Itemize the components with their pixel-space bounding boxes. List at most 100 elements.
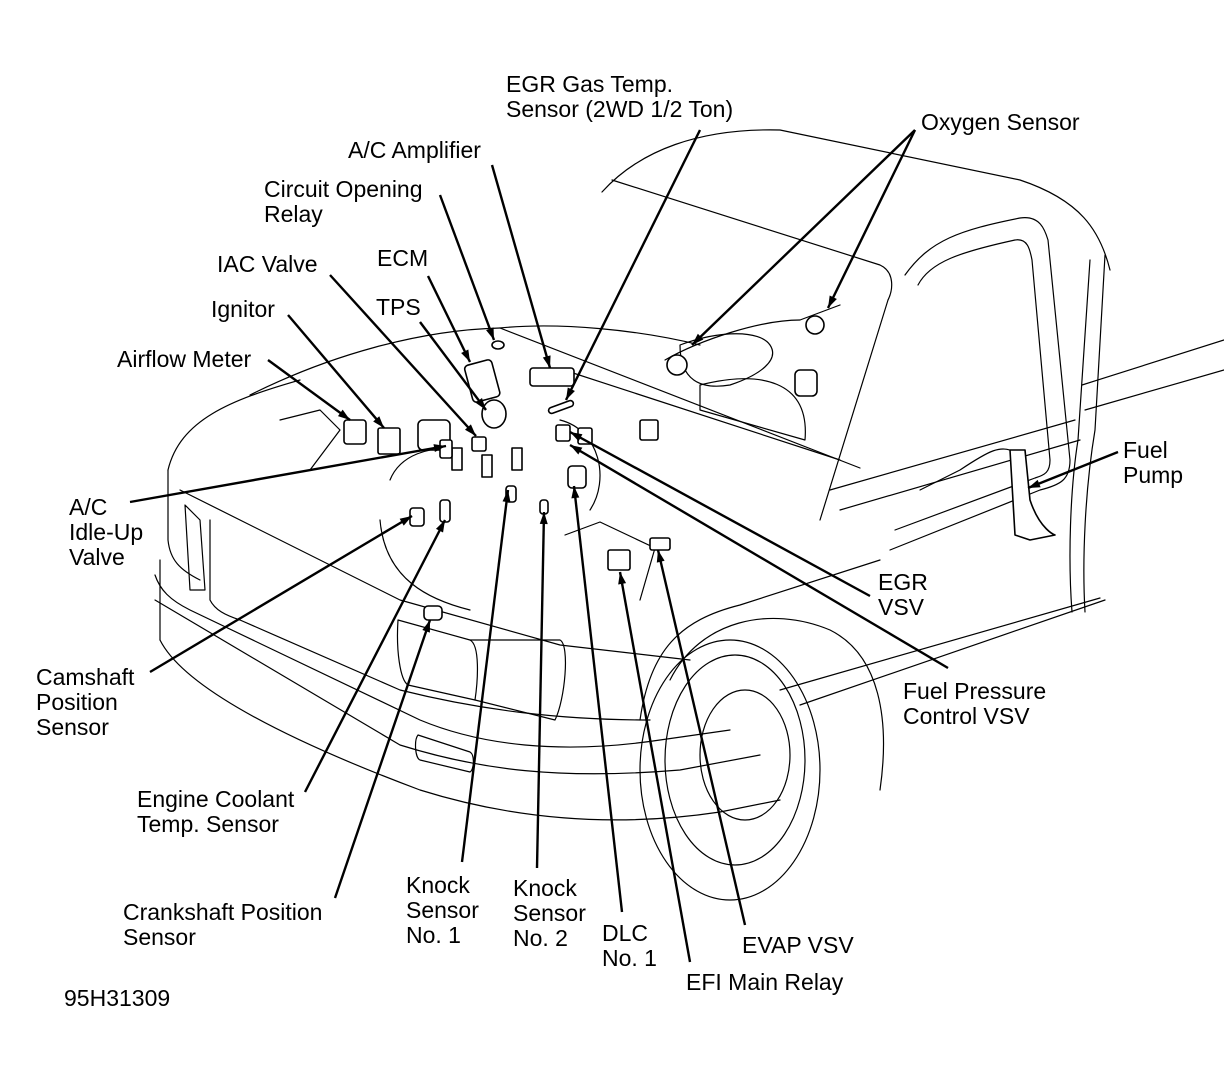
tps-part (481, 399, 507, 429)
ignitor-part (377, 427, 401, 455)
ecm-part (463, 359, 501, 403)
arrowhead-icon (486, 327, 494, 340)
arrowhead-icon (571, 486, 580, 499)
leader-fuel-pressure-vsv (569, 443, 949, 670)
hood-front-curve (167, 379, 301, 471)
bumper-bottom (159, 639, 781, 821)
arrowhead-icon (464, 424, 476, 436)
grille-inner (184, 504, 206, 591)
label-circuit-opening-relay: Circuit Opening Relay (264, 176, 423, 227)
label-crankshaft-position-sensor: Crankshaft Position Sensor (123, 899, 323, 950)
rocker-2 (799, 599, 1106, 706)
engine-contour-3 (559, 419, 601, 511)
evap-vsv-part (649, 537, 671, 551)
leader-evap-vsv (656, 549, 747, 926)
arrowhead-icon (475, 398, 486, 410)
fender (639, 559, 881, 721)
windshield-side (819, 299, 889, 521)
door-rear-edge (1069, 259, 1091, 613)
leader-crankshaft (333, 619, 432, 899)
headlight (396, 619, 479, 701)
hood-rear (249, 327, 861, 469)
leader-ignitor (287, 314, 385, 429)
coolant-sensor-part (439, 499, 451, 523)
components (343, 315, 1056, 621)
fuel-line (919, 448, 1016, 491)
label-fuel-pressure-control-vsv: Fuel Pressure Control VSV (903, 678, 1047, 729)
exhaust-pipe (664, 304, 841, 361)
figure-id: 95H31309 (64, 985, 171, 1011)
arrowhead-icon (422, 620, 430, 633)
arrowhead-icon (618, 572, 627, 585)
dlc-part (567, 465, 587, 489)
leader-camshaft (149, 514, 413, 674)
arrowhead-icon (399, 516, 412, 526)
fuel-pump-part (1009, 449, 1056, 541)
wheel-arch (669, 617, 885, 791)
arrowhead-icon (461, 349, 470, 362)
side-window-inner (894, 239, 1051, 531)
front-top (167, 469, 201, 581)
leader-oxygen-1 (691, 129, 916, 346)
headlight-inner (469, 639, 567, 721)
label-engine-coolant-temp-sensor: Engine Coolant Temp. Sensor (137, 786, 295, 837)
bumper-top (154, 574, 731, 748)
grille-upper (179, 489, 691, 661)
injector-3 (511, 447, 523, 471)
belt-line-2 (839, 439, 1081, 511)
arrowhead-icon (539, 512, 548, 525)
ac-amplifier-part (529, 367, 575, 387)
windshield-top (611, 179, 893, 301)
label-oxygen-sensor: Oxygen Sensor (921, 109, 1080, 135)
arrowhead-icon (570, 445, 583, 455)
fog-light (414, 734, 474, 773)
bed-line-1 (1081, 339, 1224, 386)
ac-idle-up-part (439, 439, 453, 459)
leader-efi-main-relay (618, 571, 692, 963)
bed-line-2 (1084, 369, 1224, 411)
label-ecm: ECM (377, 245, 429, 271)
label-tps: TPS (376, 294, 421, 320)
leader-tps (419, 321, 487, 411)
label-ac-amplifier: A/C Amplifier (348, 137, 481, 163)
grille-outer (209, 519, 651, 721)
leader-airflow-meter (267, 359, 351, 421)
label-knock-sensor-1: Knock Sensor No. 1 (406, 872, 479, 948)
label-airflow-meter: Airflow Meter (117, 346, 252, 372)
leader-egr-gas-temp (564, 129, 702, 401)
injector-1 (451, 447, 463, 471)
label-evap-vsv: EVAP VSV (742, 932, 854, 958)
leader-egr-vsv (569, 430, 871, 598)
side-window-outer (889, 217, 1071, 551)
cat-converter (679, 333, 774, 387)
leader-oxygen-2 (826, 129, 917, 309)
cowl-line-2 (569, 371, 841, 461)
label-ignitor: Ignitor (211, 296, 275, 322)
o2-sensor-1-part (666, 354, 688, 376)
leader-dlc (572, 485, 624, 913)
injector-2 (481, 454, 493, 478)
leader-ac-amplifier (490, 164, 552, 369)
belt-line-1 (829, 419, 1076, 491)
bumper-mid (154, 599, 761, 775)
leader-ac-idle-up (129, 444, 447, 504)
battery-outline (564, 521, 656, 601)
door-rear-edge-2 (1083, 254, 1106, 613)
label-egr-gas-temp-sensor: EGR Gas Temp. Sensor (2WD 1/2 Ton) (506, 71, 734, 122)
label-efi-main-relay: EFI Main Relay (686, 969, 844, 995)
truck-outline (154, 129, 1224, 901)
leader-iac-valve (329, 274, 477, 437)
cab-roof (601, 129, 1111, 271)
leader-circuit-opening-relay (438, 194, 496, 341)
arrowhead-icon (828, 295, 837, 308)
arrowhead-icon (433, 444, 446, 453)
airflow-meter-part (343, 419, 367, 445)
rocker-1 (779, 597, 1101, 691)
label-ac-idle-up-valve: A/C Idle-Up Valve (69, 494, 144, 570)
arrowhead-icon (542, 355, 551, 368)
leader-ecm (426, 275, 472, 363)
crankshaft-sensor-part (423, 605, 443, 621)
leader-knock-1 (460, 489, 510, 863)
leader-fuel-pump (1027, 450, 1119, 490)
